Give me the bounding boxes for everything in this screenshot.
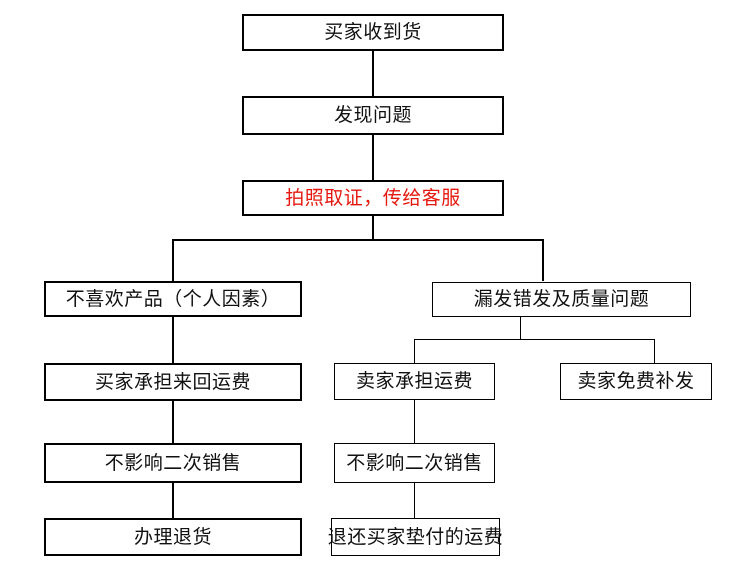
connector-quality-left-drop [414, 339, 415, 363]
node-resale-mid[interactable]: 不影响二次销售 [334, 443, 495, 483]
node-refund-shipping[interactable]: 退还买家垫付的运费 [328, 518, 503, 556]
connector-split-bar-top [172, 239, 544, 241]
node-resale-left[interactable]: 不影响二次销售 [44, 443, 302, 483]
connector-resale-mid-to-refund [414, 483, 415, 518]
connector-resale-to-process-return [172, 483, 174, 518]
node-seller-shipping[interactable]: 卖家承担运费 [334, 363, 495, 400]
node-photo-evidence[interactable]: 拍照取证，传给客服 [242, 180, 504, 216]
node-seller-reship[interactable]: 卖家免费补发 [560, 363, 712, 400]
connector-split-bar-quality [414, 339, 655, 340]
connector-found-to-photo [372, 135, 374, 180]
connector-split-right-drop [542, 239, 544, 281]
connector-received-to-found [372, 51, 374, 96]
connector-seller-shipping-to-resale [414, 400, 415, 443]
node-buyer-shipping[interactable]: 买家承担来回运费 [44, 363, 302, 401]
connector-dislike-to-buyer-shipping [172, 317, 174, 363]
connector-photo-stem [372, 216, 374, 241]
node-quality-issue[interactable]: 漏发错发及质量问题 [432, 282, 691, 317]
node-buyer-received[interactable]: 买家收到货 [242, 14, 504, 51]
node-dislike-product[interactable]: 不喜欢产品（个人因素） [44, 281, 302, 317]
connector-split-left-drop [172, 239, 174, 281]
connector-buyer-shipping-to-resale [172, 401, 174, 443]
node-process-return[interactable]: 办理退货 [44, 518, 302, 556]
connector-quality-stem [520, 317, 521, 340]
connector-quality-right-drop [654, 339, 655, 363]
node-found-problem[interactable]: 发现问题 [242, 96, 504, 135]
